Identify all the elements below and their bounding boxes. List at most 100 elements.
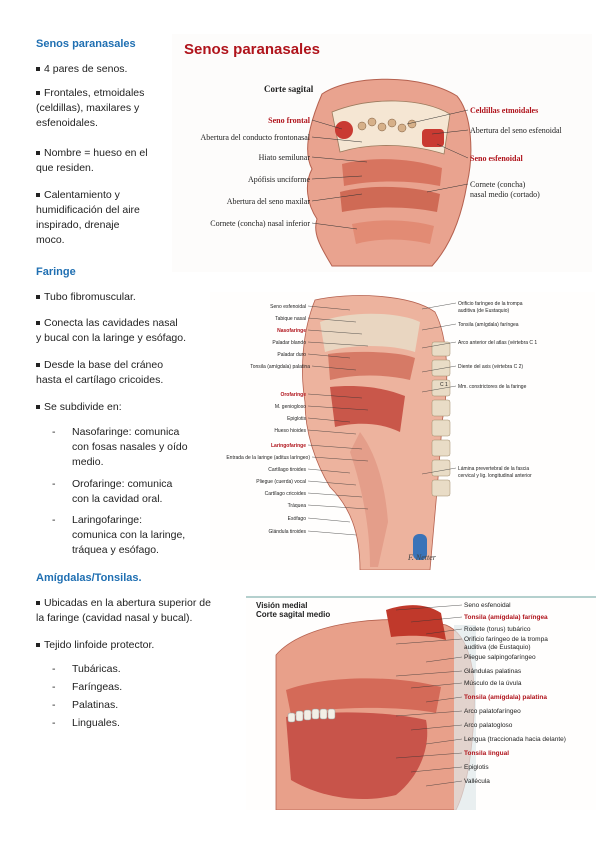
fig2-left-label: Entrada de la laringe (aditus laríngeo) (226, 455, 310, 461)
leader-line (421, 302, 457, 310)
leader-line (307, 405, 369, 411)
fig2-right-label: Lámina prevertebral de la fascia (458, 466, 529, 472)
fig1-label-abertura-esfenoidal: Abertura del seno esfenoidal (470, 126, 563, 135)
leader-line (421, 323, 457, 331)
fig1-label-seno-esfenoidal: Seno esfenoidal (470, 154, 523, 163)
fig2-left-label: Hueso hioides (274, 428, 306, 434)
fig1-label-cornete-inferior: Cornete (concha) nasal inferior (210, 219, 310, 228)
sub-laringofaringe: -Laringofaringe:comunica con la laringe,… (52, 514, 186, 556)
leader-line (421, 467, 457, 475)
fig2-right-label: Orificio faríngeo de la trompa (458, 301, 523, 307)
fig3-label: Pliegue salpingofaríngeo (464, 654, 536, 661)
fig1-label-apofisis: Apófisis unciforme (248, 175, 310, 184)
fig2-left-label: Epiglotis (287, 416, 306, 422)
fig1-title: Senos paranasales (184, 41, 320, 58)
fig3-label: Lengua (traccionada hacia delante) (464, 736, 566, 743)
leader-line (421, 385, 457, 393)
fig3-title: Visión medial (256, 601, 307, 610)
leader-line (307, 444, 363, 450)
bullet-senos-2: Frontales, etmoidales(celdillas), maxila… (36, 87, 145, 129)
fig2-left-label: Esófago (288, 516, 307, 522)
fig3-label: Seno esfenoidal (464, 602, 511, 609)
fig1-label-hiato: Hiato semilunar (259, 153, 311, 162)
fig3-label: Tonsila (amígdala) palatina (464, 694, 547, 701)
fig2-right-label: auditiva (de Eustaquio) (458, 308, 509, 314)
fig3-subtitle: Corte sagital medio (256, 610, 330, 619)
fig3-label: Vallécula (464, 778, 490, 785)
leader-line (425, 656, 463, 663)
fig2-left-label: Seno esfenoidal (270, 304, 306, 310)
list-amigdalas: -Tubáricas. -Faríngeas. -Palatinas. -Lin… (52, 663, 123, 729)
fig2-right-label: Tonsila (amígdala) faríngea (458, 322, 519, 328)
leader-line (307, 305, 351, 311)
leader-line (307, 393, 363, 399)
bullet-amigdalas-2: Tejido linfoide protector. (36, 638, 154, 653)
fig3-label: Arco palatogloso (464, 722, 513, 729)
fig2-vertebra-c1: C 1 (440, 382, 448, 388)
leader-line (307, 417, 351, 423)
fig3-label: Músculo de la úvula (464, 680, 522, 687)
leader-line (410, 616, 463, 623)
fig2-left-label: Paladar duro (277, 352, 306, 358)
bullet-senos-1: 4 pares de senos. (36, 62, 127, 77)
leader-line (410, 724, 463, 731)
fig1-label-abertura-frontonasal: Abertura del conducto frontonasal (200, 133, 310, 142)
fig3-label: Tonsila (amígdala) faríngea (464, 614, 548, 621)
fig1-label-cornete-medio-a: Cornete (concha) (470, 180, 526, 189)
fig1-label-cornete-medio-b: nasal medio (cortado) (470, 190, 540, 199)
fig2-left-label: Paladar blando (272, 340, 306, 346)
fig1-label-abertura-maxilar: Abertura del seno maxilar (227, 197, 311, 206)
amigdalas-illustration: Visión medial Corte sagital medio Seno e… (246, 595, 596, 811)
fig3-label: Arco palatofaríngeo (464, 708, 521, 715)
leader-line (395, 638, 463, 645)
fig2-left-label: Nasofaringe (277, 328, 306, 334)
leader-line (425, 696, 463, 703)
fig2-right-label: Arco anterior del atlas (vértebra C 1 (458, 340, 537, 346)
fig2-right-label: cervical y lig. longitudinal anterior (458, 473, 532, 479)
leader-line (307, 517, 351, 523)
leader-line (421, 365, 457, 373)
fig2-left-label: Glándula tiroides (268, 529, 306, 535)
leader-line (395, 604, 463, 611)
fig3-label: Tonsila lingual (464, 750, 509, 757)
leader-line (395, 670, 463, 677)
leader-line (307, 429, 357, 435)
fig2-left-label: Orofaringe (280, 392, 306, 398)
leader-line (307, 353, 351, 359)
leader-line (307, 492, 363, 498)
leader-line (425, 738, 463, 745)
leader-line (425, 780, 463, 787)
leader-line (307, 480, 357, 486)
leader-line (425, 628, 463, 635)
bullet-faringe-4: Se subdivide en: (36, 400, 122, 415)
fig1-label-seno-frontal: Seno frontal (268, 116, 311, 125)
figure-senos-paranasales: Senos paranasales Corte sagital Seno fro… (172, 34, 592, 272)
leader-line (307, 504, 369, 510)
fig3-label: Orificio faríngeo de la trompa (464, 636, 548, 643)
fig2-left-label: Laringofaringe (271, 443, 306, 449)
leader-line (395, 752, 463, 759)
senos-illustration: Senos paranasales Corte sagital Seno fro… (172, 34, 592, 272)
leader-line (395, 710, 463, 717)
leader-line (421, 341, 457, 349)
section-title-amigdalas: Amígdalas/Tonsilas. (36, 572, 142, 584)
section-title-senos: Senos paranasales (36, 38, 136, 50)
leader-line (410, 682, 463, 689)
section-title-faringe: Faringe (36, 266, 76, 278)
leader-line (311, 456, 369, 462)
leader-line (307, 329, 363, 335)
fig3-label: Epiglotis (464, 764, 489, 771)
figure-amigdalas: Visión medial Corte sagital medio Seno e… (246, 595, 596, 811)
fig2-left-label: Tonsila (amígdala) palatina (250, 364, 310, 370)
fig2-left-label: Cartílago cricoides (265, 491, 307, 497)
bullet-faringe-1: Tubo fibromuscular. (36, 290, 136, 305)
